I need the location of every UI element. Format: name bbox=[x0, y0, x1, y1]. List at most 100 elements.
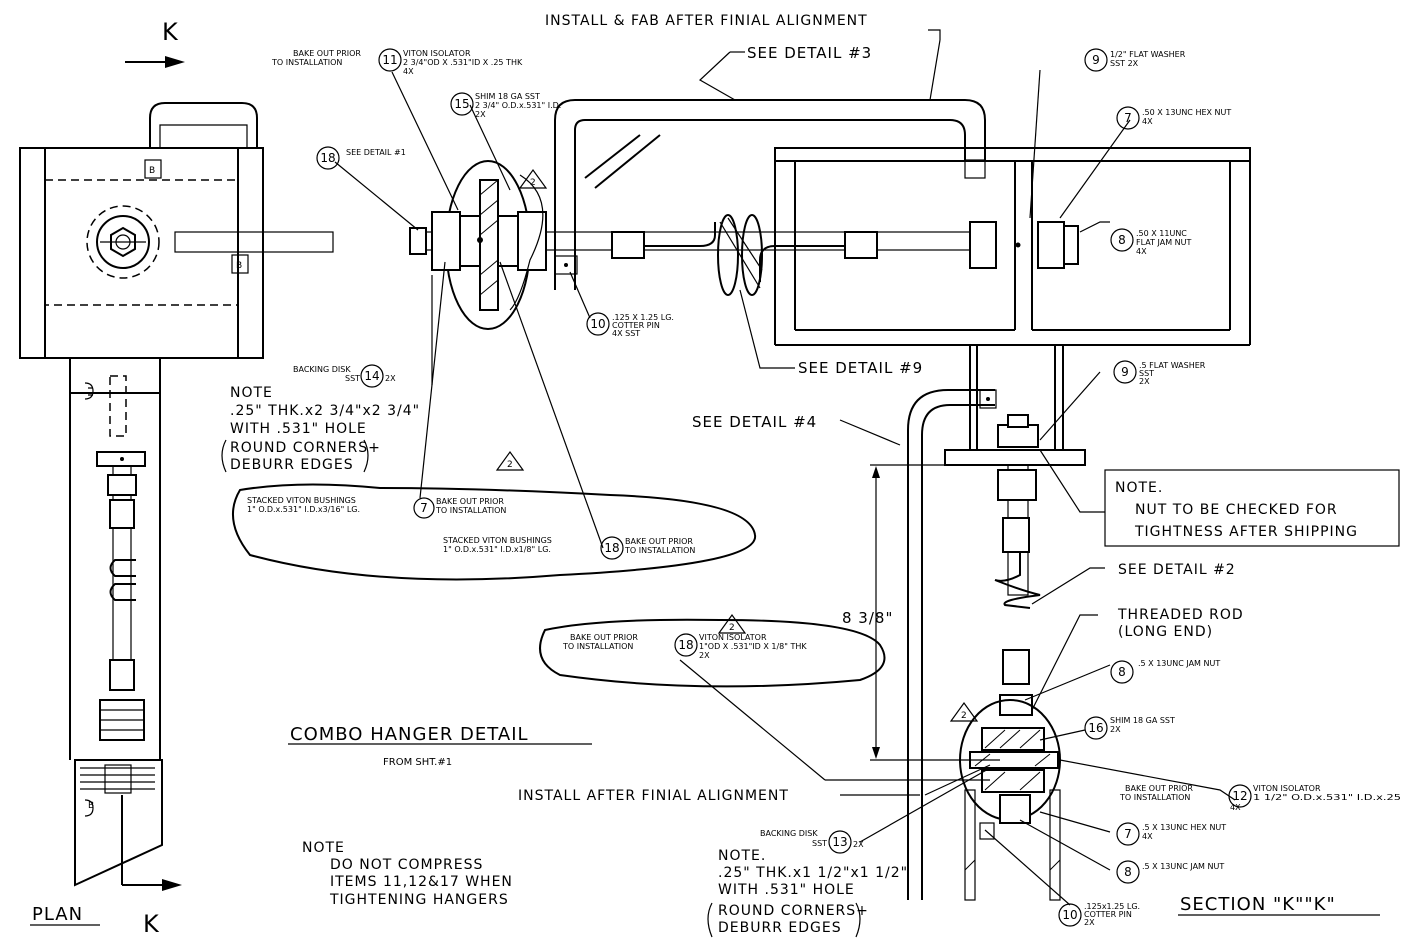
svg-text:NOTE.: NOTE. bbox=[1115, 480, 1163, 496]
b18v-left-2: TO INSTALLATION bbox=[562, 642, 633, 651]
svg-text:DO NOT COMPRESS: DO NOT COMPRESS bbox=[330, 857, 483, 873]
b16-line-1: SHIM 18 GA SST bbox=[1110, 716, 1175, 725]
b9a-line-2: SST 2X bbox=[1110, 59, 1139, 68]
b18s-right-1: BAKE OUT PRIOR bbox=[625, 537, 693, 546]
bubble-10-center-num: 10 bbox=[590, 317, 605, 331]
revision-triangle-2: 2 bbox=[495, 450, 525, 471]
see-detail-4: SEE DETAIL #4 bbox=[692, 413, 817, 431]
dimension-8-3-8: 8 3/8" bbox=[842, 609, 893, 627]
svg-text:NUT TO BE CHECKED FOR: NUT TO BE CHECKED FOR bbox=[1135, 502, 1338, 518]
install-after-callout: INSTALL AFTER FINIAL ALIGNMENT bbox=[518, 788, 789, 804]
b14-qty: 2X bbox=[385, 374, 396, 383]
top-bracket bbox=[554, 99, 986, 290]
b18s-right-2: TO INSTALLATION bbox=[624, 546, 695, 555]
b11-qty: 4X bbox=[403, 67, 414, 76]
bubble-10-lower bbox=[1058, 903, 1082, 927]
svg-text:2: 2 bbox=[729, 623, 735, 633]
bottom-isolator bbox=[959, 699, 1061, 901]
b18v-right-1: VITON ISOLATOR bbox=[699, 633, 767, 642]
b8c-line-1: .5 X 13UNC JAM NUT bbox=[1142, 862, 1224, 871]
b11-right-1: VITON ISOLATOR bbox=[403, 49, 471, 58]
b12-right-2: 1 1/2" O.D.x.531" I.D.x.25 bbox=[1253, 793, 1401, 802]
bubble-13-num: 13 bbox=[832, 835, 847, 849]
b7s-line-1: STACKED VITON BUSHINGS bbox=[247, 496, 356, 505]
bubble-18-detail-num: 18 bbox=[320, 151, 335, 165]
svg-text:.25" THK.x2 3/4"x2 3/4": .25" THK.x2 3/4"x2 3/4" bbox=[230, 403, 420, 419]
bubble-8-lower bbox=[1116, 860, 1140, 884]
b8b-line-1: .5 X 13UNC JAM NUT bbox=[1138, 659, 1220, 668]
b9a-line-1: 1/2" FLAT WASHER bbox=[1110, 50, 1186, 59]
threaded-rod-sub: (LONG END) bbox=[1118, 624, 1213, 640]
b7a-line-1: .50 X 13UNC HEX NUT bbox=[1142, 108, 1231, 117]
b8a-line-1: .50 X 11UNC bbox=[1136, 229, 1187, 238]
bubble-7-stacked-num: 7 bbox=[420, 501, 428, 515]
k-marker-bottom: K bbox=[143, 910, 160, 938]
bubble-9-top-num: 9 bbox=[1092, 53, 1100, 67]
bubble-18-isolator bbox=[674, 633, 698, 657]
b15-line-2: 2 3/4" O.D.x.531" I.D. bbox=[475, 101, 561, 110]
b18s-line-1: STACKED VITON BUSHINGS bbox=[443, 536, 552, 545]
note-plate-2: NOTE. .25" THK.x1 1/2"x1 1/2" WITH .531"… bbox=[707, 848, 907, 938]
see-detail-9: SEE DETAIL #9 bbox=[798, 359, 923, 377]
b10a-line-2: COTTER PIN bbox=[612, 321, 660, 330]
bubble-16-num: 16 bbox=[1088, 721, 1103, 735]
svg-text:TIGHTNESS AFTER SHIPPING: TIGHTNESS AFTER SHIPPING bbox=[1134, 524, 1358, 540]
bubble-14-num: 14 bbox=[364, 369, 379, 383]
plan-mark-3: B bbox=[88, 801, 94, 811]
b15-line-1: SHIM 18 GA SST bbox=[475, 92, 540, 101]
b7s-line-2: 1" O.D.x.531" I.D.x3/16" LG. bbox=[247, 505, 360, 514]
b13-line-2: SST bbox=[812, 839, 827, 848]
b18v-right-2: 1"OD X .531"ID X 1/8" THK bbox=[699, 642, 807, 651]
bubble-15-num: 15 bbox=[454, 97, 469, 111]
bubble-13 bbox=[828, 830, 852, 854]
see-detail-2: SEE DETAIL #2 bbox=[1118, 562, 1236, 578]
isolator-cloud bbox=[539, 618, 886, 688]
b10a-line-3: 4X SST bbox=[612, 329, 640, 338]
bubble-16 bbox=[1084, 716, 1108, 740]
b18v-qty: 2X bbox=[699, 651, 710, 660]
b9b-line-3: 2X bbox=[1139, 377, 1150, 386]
bubble-7-top bbox=[1116, 106, 1140, 130]
combo-hanger-subtitle: FROM SHT.#1 bbox=[383, 757, 452, 768]
bubble-8-lower-num: 8 bbox=[1124, 865, 1132, 879]
bubble-7-top-num: 7 bbox=[1124, 111, 1132, 125]
b18v-left-1: BAKE OUT PRIOR bbox=[570, 633, 638, 642]
b7s-right-1: BAKE OUT PRIOR bbox=[436, 497, 504, 506]
bubble-7-lower bbox=[1116, 822, 1140, 846]
plan-view: B B B bbox=[19, 102, 334, 891]
svg-text:ROUND CORNERS+: ROUND CORNERS+ bbox=[230, 440, 381, 456]
b7s-right-2: TO INSTALLATION bbox=[435, 506, 506, 515]
bubble-8-top bbox=[1110, 228, 1134, 252]
bubble-15 bbox=[450, 92, 474, 116]
bubble-18-stacked-num: 18 bbox=[604, 541, 619, 555]
bubble-11 bbox=[378, 48, 402, 72]
bubble-9-lower-num: 9 bbox=[1121, 365, 1129, 379]
svg-text:2: 2 bbox=[530, 178, 536, 188]
b11-left-2: TO INSTALLATION bbox=[271, 58, 342, 67]
svg-text:WITH .531" HOLE: WITH .531" HOLE bbox=[718, 882, 855, 898]
b9b-line-2: SST bbox=[1139, 369, 1154, 378]
bubble-18-detail bbox=[316, 146, 340, 170]
b14-line-1: BACKING DISK bbox=[293, 365, 351, 374]
note-shipping-box: NOTE. NUT TO BE CHECKED FOR TIGHTNESS AF… bbox=[1104, 469, 1400, 547]
bubble-7-lower-num: 7 bbox=[1124, 827, 1132, 841]
bubble-12 bbox=[1228, 784, 1252, 808]
plan-label: PLAN bbox=[32, 904, 83, 925]
b10b-line-1: .125x1.25 LG. bbox=[1084, 902, 1140, 911]
svg-text:NOTE: NOTE bbox=[302, 840, 345, 856]
bubble-8-jam-num: 8 bbox=[1118, 665, 1126, 679]
b10b-line-3: 2X bbox=[1084, 918, 1095, 927]
k-marker-top: K bbox=[162, 18, 179, 46]
note-plate-1: NOTE .25" THK.x2 3/4"x2 3/4" WITH .531" … bbox=[221, 385, 420, 473]
b9b-line-1: .5 FLAT WASHER bbox=[1139, 361, 1206, 370]
svg-text:ROUND CORNERS+: ROUND CORNERS+ bbox=[718, 903, 869, 919]
b13-line-1: BACKING DISK bbox=[760, 829, 818, 838]
svg-text:TIGHTENING HANGERS: TIGHTENING HANGERS bbox=[329, 892, 509, 908]
b10a-line-1: .125 X 1.25 LG. bbox=[612, 313, 674, 322]
svg-text:NOTE: NOTE bbox=[230, 385, 273, 401]
svg-text:WITH .531" HOLE: WITH .531" HOLE bbox=[230, 421, 367, 437]
b12-left-1: BAKE OUT PRIOR bbox=[1125, 784, 1193, 793]
dimension-line bbox=[870, 464, 1000, 761]
b7b-line-1: .5 X 13UNC HEX NUT bbox=[1142, 823, 1226, 832]
